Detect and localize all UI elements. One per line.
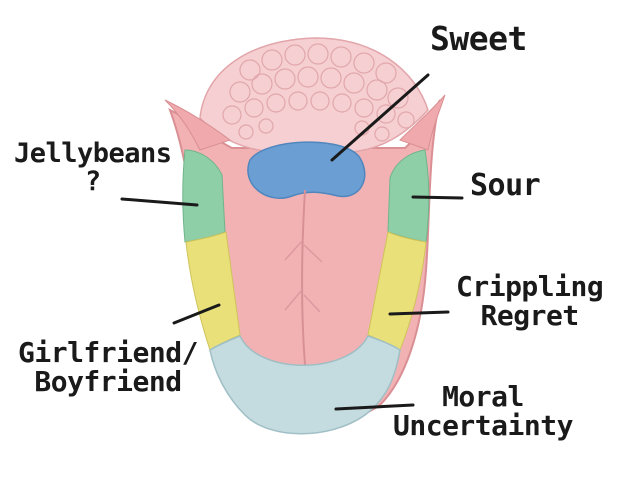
label-sour-text: Sour bbox=[470, 168, 541, 203]
leader-lines bbox=[120, 73, 464, 411]
right-flap bbox=[399, 94, 446, 151]
sweet-zone bbox=[247, 141, 366, 199]
label-sweet: Sweet bbox=[430, 19, 527, 58]
label-jellybeans: Jellybeans ? bbox=[14, 138, 172, 198]
label-uncertainty-text: Uncertainty bbox=[393, 409, 573, 443]
left-flap bbox=[164, 99, 232, 151]
sour-leader bbox=[411, 195, 464, 200]
label-moral-uncertainty: Moral Uncertainty bbox=[393, 382, 573, 441]
label-sweet-text: Sweet bbox=[430, 19, 527, 58]
label-jellybeans-text: Jellybeans bbox=[14, 138, 172, 169]
groove-branches bbox=[284, 239, 323, 313]
label-moral-text: Moral bbox=[442, 380, 524, 413]
median-groove bbox=[300, 189, 306, 366]
label-regret-text: Regret bbox=[480, 299, 580, 333]
label-girlfriend-boyfriend: Girlfriend/ Boyfriend bbox=[18, 338, 198, 397]
sweet-leader bbox=[330, 73, 430, 162]
label-sour: Sour bbox=[470, 168, 541, 203]
label-crippling-text: Crippling bbox=[456, 270, 604, 303]
jellybeans-leader bbox=[120, 197, 199, 207]
papillae-cells bbox=[222, 43, 415, 142]
girlfriend-leader bbox=[172, 303, 221, 325]
moral-leader bbox=[334, 403, 415, 411]
crippling-leader bbox=[388, 310, 450, 316]
label-girlfriend-text: Girlfriend/ bbox=[18, 336, 198, 369]
label-jellybeans-question: ? bbox=[84, 166, 101, 198]
label-boyfriend-text: Boyfriend bbox=[34, 365, 182, 399]
label-crippling-regret: Crippling Regret bbox=[456, 270, 604, 333]
